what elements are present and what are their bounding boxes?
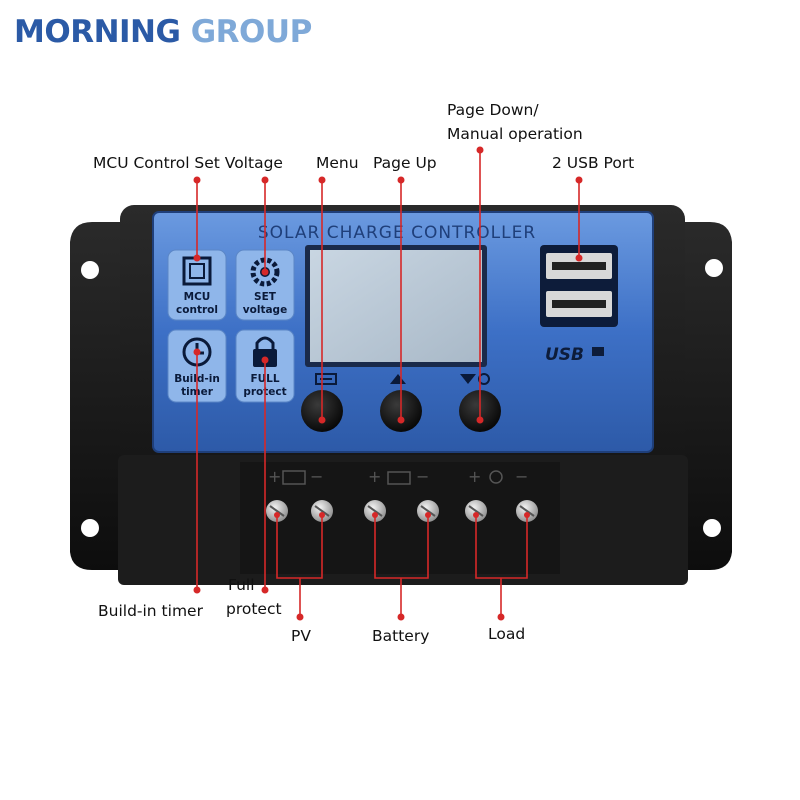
callout-protect: protect <box>226 600 282 618</box>
terminal-recess <box>240 462 560 574</box>
right-mounting-tab <box>680 222 732 570</box>
mcu-label-1: MCU <box>184 291 211 303</box>
set-label-2: voltage <box>243 304 287 316</box>
usb-ports <box>540 245 618 327</box>
svg-text:−: − <box>416 467 429 486</box>
callout-pv: PV <box>291 627 311 645</box>
terminal-polarity-marks: + − + − + − <box>268 467 528 486</box>
brand-logo: MORNING GROUP <box>14 14 312 50</box>
callout-build-in-timer: Build-in timer <box>98 602 203 620</box>
callout-manual-operation: Manual operation <box>447 125 583 143</box>
set-voltage-icon: SET voltage <box>235 249 295 321</box>
brand-morning: MORNING <box>14 14 191 50</box>
callout-usb-port: 2 USB Port <box>552 154 635 172</box>
svg-text:−: − <box>515 467 528 486</box>
callout-page-down: Page Down/ <box>447 101 539 119</box>
callout-mcu-set-voltage: MCU Control Set Voltage <box>93 154 283 172</box>
callout-battery: Battery <box>372 627 430 645</box>
usb-logo-icon <box>592 347 604 356</box>
set-label-1: SET <box>254 291 277 303</box>
callout-load: Load <box>488 625 526 643</box>
brand-group: GROUP <box>190 14 313 50</box>
callout-page-up: Page Up <box>373 154 437 172</box>
callout-menu: Menu <box>316 154 359 172</box>
left-mounting-tab <box>70 222 128 570</box>
terminal-screws <box>266 500 538 522</box>
mcu-label-2: control <box>176 304 218 316</box>
usb-logo: USB <box>545 345 584 365</box>
callout-full: Full <box>228 576 255 594</box>
page-up-symbol-icon <box>390 374 406 384</box>
svg-text:+: + <box>368 467 381 486</box>
callout-leader-lines <box>196 150 580 617</box>
svg-text:−: − <box>310 467 323 486</box>
svg-text:+: + <box>468 467 481 486</box>
svg-text:+: + <box>268 467 281 486</box>
panel-title: SOLAR CHARGE CONTROLLER <box>258 223 536 243</box>
lcd-screen <box>310 250 482 362</box>
page-down-symbol-icon <box>460 373 490 385</box>
callout-dots <box>193 146 583 621</box>
